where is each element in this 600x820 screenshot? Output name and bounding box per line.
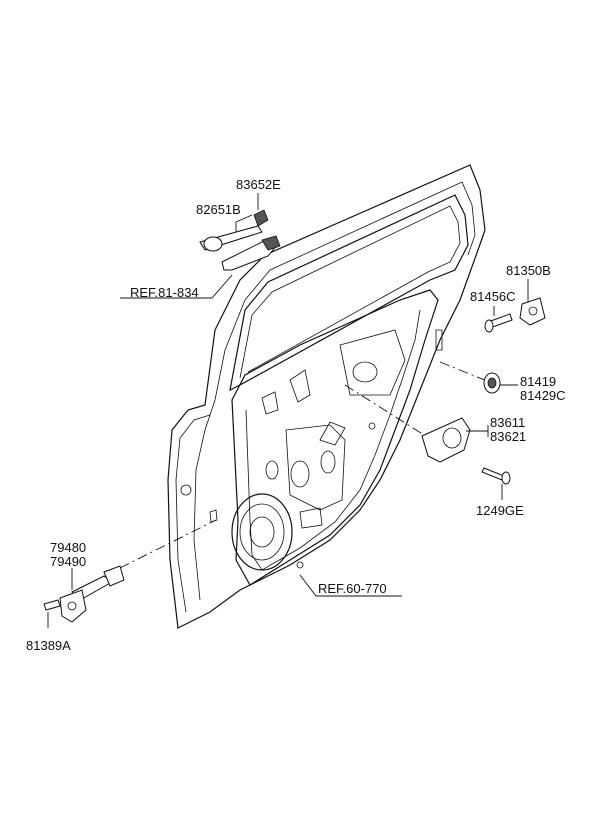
label-81429c: 81429C	[520, 388, 566, 403]
leader-lines	[47, 193, 529, 628]
grommet-part	[483, 372, 501, 394]
label-83621: 83621	[490, 429, 526, 444]
label-82651b: 82651B	[196, 202, 241, 217]
door-panel	[167, 164, 486, 629]
label-81419: 81419	[520, 374, 556, 389]
label-81456c: 81456C	[470, 289, 516, 304]
latch-part	[519, 297, 546, 326]
label-83611: 83611	[490, 415, 525, 430]
assembly-lines	[119, 361, 493, 569]
label-1249ge: 1249GE	[476, 503, 524, 518]
label-83652e: 83652E	[236, 177, 281, 192]
part-labels: 83652E 82651B REF.81-834 81350B 81456C 8…	[26, 177, 566, 653]
door-checker-part	[59, 565, 125, 623]
screw-81456c	[484, 313, 513, 333]
label-79490: 79490	[50, 554, 86, 569]
handle-bracket-part	[221, 235, 281, 271]
label-ref-60-770: REF.60-770	[318, 581, 387, 596]
outside-handle-part	[199, 225, 263, 252]
inside-handle-part	[421, 417, 471, 463]
label-ref-81-834: REF.81-834	[130, 285, 199, 300]
label-81389a: 81389A	[26, 638, 71, 653]
bolt-81389a	[43, 599, 61, 611]
label-81350b: 81350B	[506, 263, 551, 278]
label-79480: 79480	[50, 540, 86, 555]
handle-cap-part	[253, 209, 269, 227]
bolt-1249ge	[481, 467, 511, 485]
